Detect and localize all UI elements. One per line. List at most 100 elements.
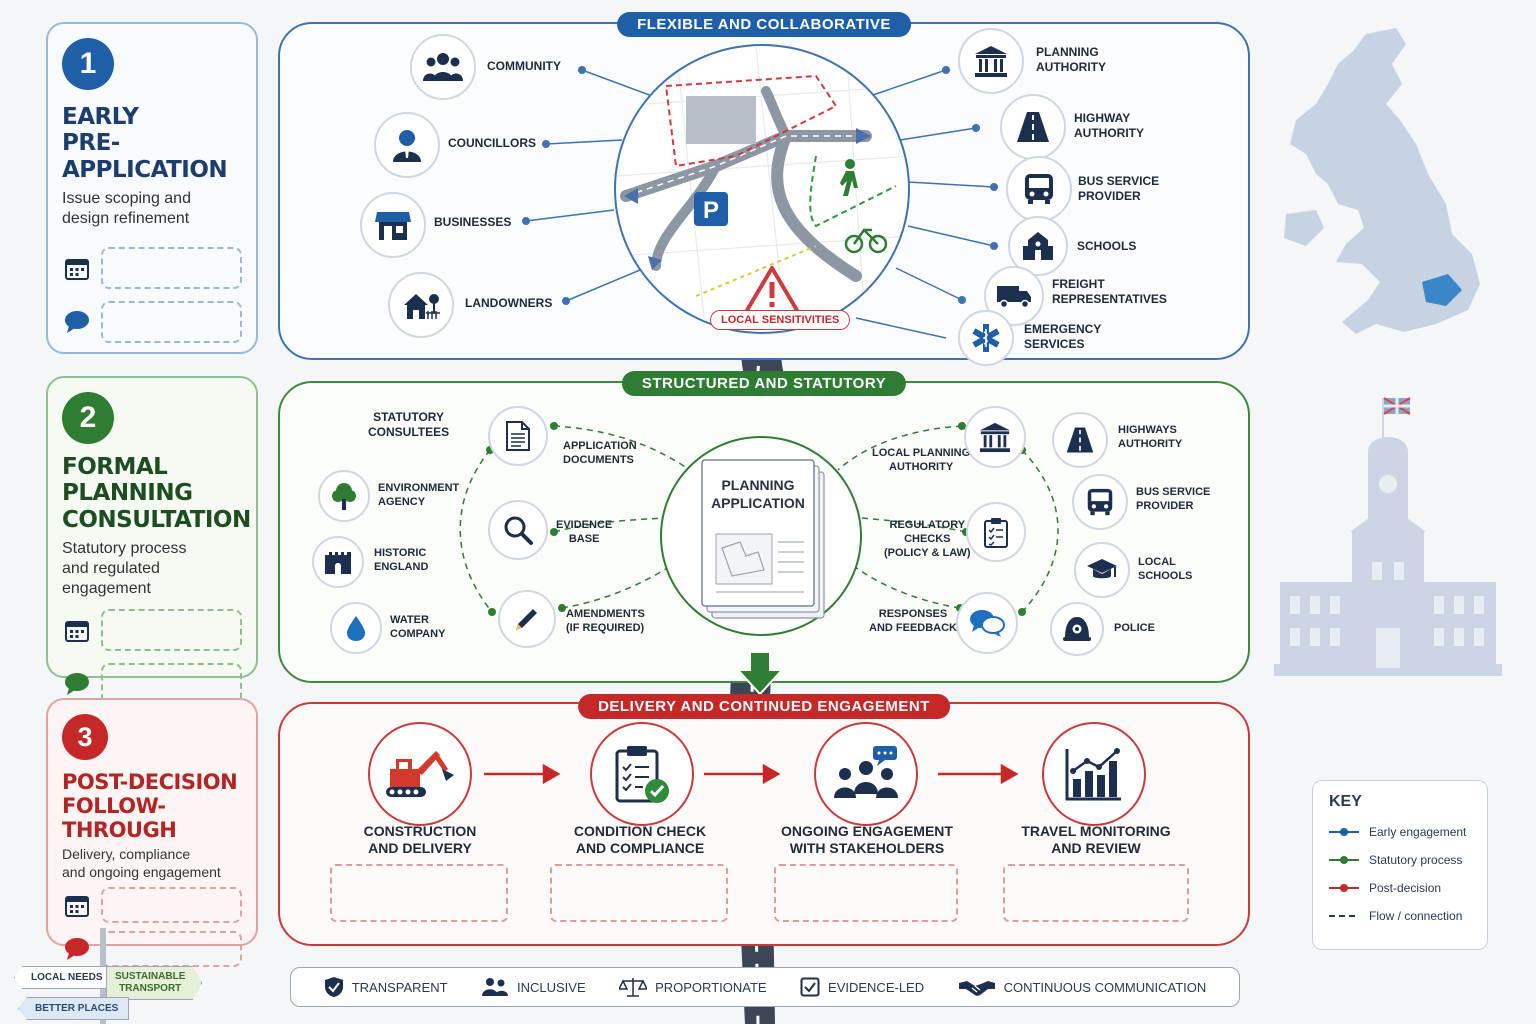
responses-feedback-node[interactable] <box>956 592 1018 654</box>
truck-icon <box>997 286 1031 309</box>
evidence-base-node[interactable] <box>488 500 548 560</box>
clipboard-check-icon <box>615 746 669 803</box>
stakeholder-planning-authority[interactable] <box>958 28 1024 94</box>
town-hall-illustration <box>1274 397 1502 676</box>
water-drop-icon <box>347 616 365 641</box>
planning-application-title: PLANNING APPLICATION <box>711 477 805 512</box>
value-proportionate: PROPORTIONATE <box>619 976 767 998</box>
consultee-bus-service-provider[interactable] <box>1072 474 1128 530</box>
blue-line-marker <box>1329 828 1359 836</box>
calendar-icon <box>62 890 91 920</box>
green-line-marker <box>1329 856 1359 864</box>
parking-icon <box>694 192 728 226</box>
value-evidence-led: EVIDENCE-LED <box>800 977 924 997</box>
date-entry-box[interactable] <box>101 247 242 290</box>
stakeholder-businesses[interactable] <box>360 192 426 258</box>
step-notes-box[interactable] <box>550 864 728 922</box>
stakeholder-label: LANDOWNERS <box>465 296 553 310</box>
comment-entry-box[interactable] <box>101 931 242 968</box>
step-notes-box[interactable] <box>774 864 958 922</box>
consultee-local-schools[interactable] <box>1074 542 1130 598</box>
step-notes-box[interactable] <box>1003 864 1189 922</box>
consultee-highways-authority[interactable] <box>1052 412 1108 468</box>
comment-entry-box[interactable] <box>101 301 242 344</box>
local-planning-authority-node[interactable] <box>964 406 1026 468</box>
consultee-police[interactable] <box>1050 602 1104 656</box>
shield-check-icon <box>324 977 343 997</box>
panel-tag: STRUCTURED AND STATUTORY <box>621 371 907 396</box>
school-icon <box>1023 232 1053 260</box>
legend-key: KEY Early engagement Statutory process P… <box>1312 780 1488 950</box>
step-condition-check[interactable] <box>590 722 694 826</box>
people-icon <box>482 978 508 996</box>
key-title: KEY <box>1329 793 1362 810</box>
checkbox-icon <box>800 977 820 997</box>
graduation-cap-icon <box>1087 559 1117 579</box>
warning-icon <box>744 266 800 314</box>
stakeholder-label: COUNCILLORS <box>448 136 536 150</box>
medical-star-icon <box>972 324 1000 352</box>
stakeholder-freight-representatives[interactable] <box>984 266 1044 326</box>
consultee-environment-agency[interactable] <box>318 470 370 522</box>
application-documents-node[interactable] <box>488 406 548 466</box>
amendments-node[interactable] <box>498 590 556 648</box>
consultee-label: POLICE <box>1114 622 1155 634</box>
speech-bubble-icon <box>62 934 91 964</box>
date-entry-box[interactable] <box>101 609 242 652</box>
stakeholder-bus-service-provider[interactable] <box>1006 156 1072 222</box>
chat-bubbles-icon <box>970 610 1005 637</box>
stage-subtitle: Statutory process and regulated engageme… <box>62 540 187 598</box>
uk-map-illustration <box>1284 28 1480 334</box>
stakeholder-emergency-services[interactable] <box>958 310 1014 366</box>
stage-number-badge: 3 <box>62 714 108 760</box>
stakeholder-landowners[interactable] <box>388 272 454 338</box>
stakeholder-label: COMMUNITY <box>487 59 561 73</box>
regulatory-checks-node[interactable] <box>966 502 1026 562</box>
shop-icon <box>375 212 411 240</box>
consultee-water-company[interactable] <box>330 602 382 654</box>
step-construction[interactable] <box>368 722 472 826</box>
magnifier-icon <box>504 516 533 545</box>
checklist-icon <box>984 518 1008 548</box>
process-label: AMENDMENTS(IF REQUIRED) <box>566 608 645 634</box>
stakeholder-schools[interactable] <box>1008 216 1068 276</box>
step-notes-box[interactable] <box>330 864 508 922</box>
value-transparent: TRANSPARENT <box>324 976 448 998</box>
community-icon <box>423 53 463 81</box>
step-travel-monitoring[interactable] <box>1042 722 1146 826</box>
value-inclusive: INCLUSIVE <box>481 977 586 997</box>
step-ongoing-engagement[interactable] <box>814 722 918 826</box>
red-line-marker <box>1329 884 1359 892</box>
pedestrian-icon <box>840 159 858 196</box>
planning-application-hub[interactable]: PLANNING APPLICATION <box>660 436 862 636</box>
stakeholder-highway-authority[interactable] <box>1000 94 1066 160</box>
bar-chart-trend-icon <box>1065 748 1121 801</box>
date-entry-box[interactable] <box>101 887 242 924</box>
castle-icon <box>325 552 351 574</box>
stakeholder-councillors[interactable] <box>374 112 440 178</box>
stakeholder-community[interactable] <box>410 34 476 100</box>
consultee-historic-england[interactable] <box>312 536 364 588</box>
police-helmet-icon <box>1063 617 1091 641</box>
stage-card-formal: 2 FORMAL PLANNING CONSULTATION Statutory… <box>46 376 258 706</box>
stage-subtitle: Delivery, compliance and ongoing engagem… <box>62 846 221 880</box>
panel-tag: FLEXIBLE AND COLLABORATIVE <box>617 12 911 37</box>
stage-card-post: 3 POST-DECISION FOLLOW-THROUGH Delivery,… <box>46 698 258 968</box>
